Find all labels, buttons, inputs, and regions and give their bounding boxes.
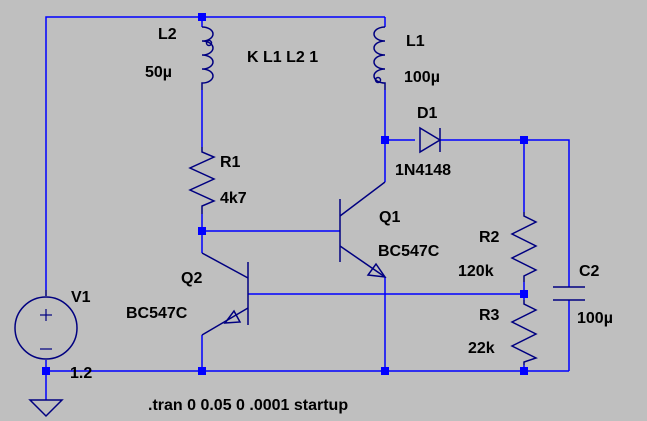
c2-name-label: C2 bbox=[579, 263, 600, 280]
v1-value-label: 1.2 bbox=[70, 365, 92, 382]
l2-value-label: 50µ bbox=[145, 64, 172, 81]
l1-value-label: 100µ bbox=[404, 69, 440, 86]
junction-dot bbox=[520, 136, 528, 144]
r3-value-label: 22k bbox=[468, 340, 495, 357]
inductor-l2[interactable] bbox=[201, 26, 214, 90]
inductor-l1[interactable] bbox=[373, 26, 386, 90]
junction-dot bbox=[381, 136, 389, 144]
coupling-directive: K L1 L2 1 bbox=[247, 49, 318, 66]
junction-dot bbox=[520, 367, 528, 375]
resistor-r1[interactable] bbox=[188, 147, 216, 214]
junction-dot bbox=[381, 367, 389, 375]
wire-d1-to-c2 bbox=[440, 139, 570, 287]
resistor-r3[interactable] bbox=[510, 300, 538, 365]
l2-phase-dot bbox=[205, 39, 213, 47]
junctions bbox=[42, 13, 528, 375]
ground-icon bbox=[28, 399, 64, 418]
r2-value-label: 120k bbox=[458, 263, 494, 280]
transistor-q1[interactable] bbox=[339, 181, 387, 278]
junction-dot bbox=[198, 13, 206, 21]
d1-name-label: D1 bbox=[417, 105, 438, 122]
junction-dot bbox=[198, 367, 206, 375]
r2-name-label: R2 bbox=[479, 229, 500, 246]
diode-d1[interactable] bbox=[419, 126, 442, 154]
wires bbox=[45, 16, 570, 400]
v1-name-label: V1 bbox=[71, 289, 91, 306]
junction-dot bbox=[42, 367, 50, 375]
transistor-q2[interactable] bbox=[201, 252, 249, 336]
d1-value-label: 1N4148 bbox=[395, 162, 451, 179]
l1-phase-dot bbox=[374, 76, 382, 84]
junction-dot bbox=[520, 290, 528, 298]
c2-value-label: 100µ bbox=[577, 310, 613, 327]
r1-value-label: 4k7 bbox=[220, 190, 247, 207]
voltage-source-v1[interactable] bbox=[14, 290, 78, 360]
l1-name-label: L1 bbox=[406, 33, 425, 50]
tran-directive: .tran 0 0.05 0 .0001 startup bbox=[148, 397, 348, 414]
q2-value-label: BC547C bbox=[126, 305, 188, 322]
r1-name-label: R1 bbox=[220, 154, 241, 171]
capacitor-c2[interactable] bbox=[553, 286, 585, 301]
q1-name-label: Q1 bbox=[379, 209, 400, 226]
junction-dot bbox=[198, 227, 206, 235]
resistor-r2[interactable] bbox=[510, 212, 538, 282]
l2-name-label: L2 bbox=[158, 26, 177, 43]
wire-top-rail bbox=[45, 16, 385, 290]
r3-name-label: R3 bbox=[479, 307, 500, 324]
q1-value-label: BC547C bbox=[378, 243, 440, 260]
q2-name-label: Q2 bbox=[181, 270, 202, 287]
